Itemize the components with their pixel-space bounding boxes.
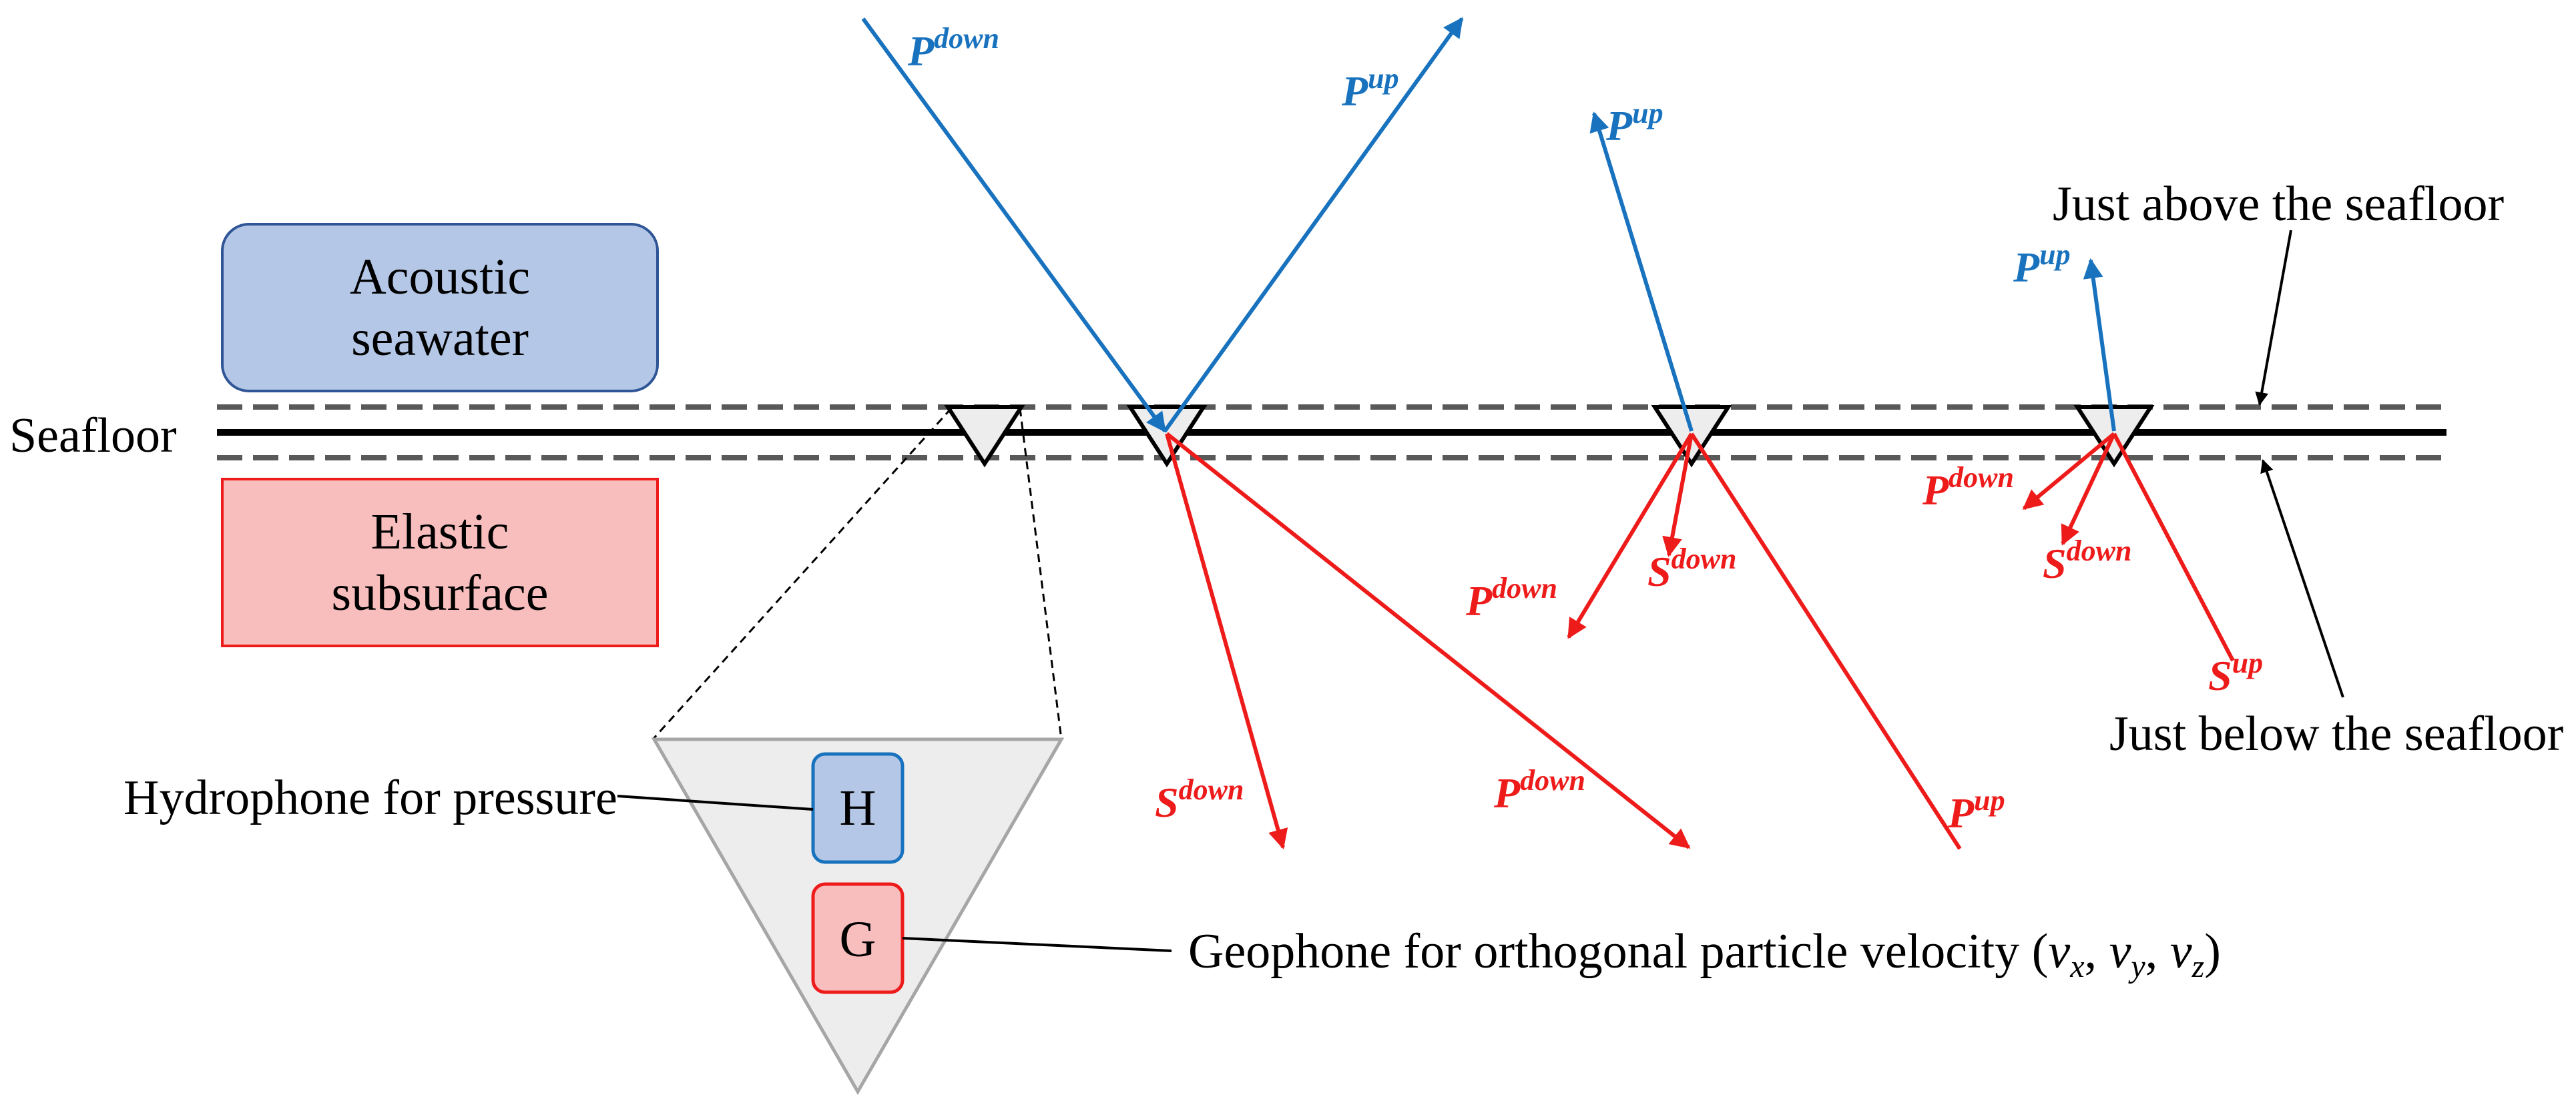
ray-p-down-node4 [2022, 432, 2115, 510]
subsurface-label-line2: subsurface [332, 565, 549, 621]
ray-p-down-node3 [1567, 432, 1694, 639]
geophone-letter: G [840, 911, 876, 968]
label-p-down-node2: Pdown [1493, 764, 1585, 817]
label-p-up-node3: Pup [1605, 97, 1663, 149]
label-p-up-node2: Pup [1341, 62, 1399, 115]
ray-p-up-node2 [1163, 17, 1464, 432]
ray-s-up-subsurface [2112, 432, 2235, 662]
label-s-down-node3: Sdown [1647, 542, 1736, 595]
ray-p-down-incident [861, 17, 1167, 433]
ray-p-up-node4 [2083, 258, 2116, 432]
ray-s-down-node2 [1165, 433, 1288, 849]
hydrophone-leader [617, 795, 814, 811]
label-s-down-node2: Sdown [1155, 773, 1244, 826]
label-p-up-node4: Pup [2013, 238, 2071, 291]
hydrophone-label: Hydrophone for pressure [123, 771, 617, 825]
zoom-line-right [1019, 408, 1063, 740]
geophone-sensor: G [811, 882, 905, 994]
below-seafloor-label: Just below the seafloor [2109, 707, 2563, 761]
receiver-node-1 [944, 405, 1025, 468]
ray-p-up-subsurface [1690, 432, 1962, 850]
label-p-down-incident: Pdown [907, 22, 999, 75]
elastic-subsurface-box: Elastic subsurface [221, 478, 659, 647]
label-s-down-node4: Sdown [2043, 534, 2131, 587]
below-seafloor-pointer [2260, 459, 2344, 698]
above-seafloor-label: Just above the seafloor [2053, 177, 2504, 232]
ray-p-down-node2 [1166, 432, 1691, 849]
subsurface-label-line1: Elastic [371, 504, 509, 560]
above-seafloor-pointer [2255, 230, 2292, 406]
hydrophone-sensor: H [811, 752, 905, 864]
ray-s-down-node4 [2061, 432, 2116, 546]
label-p-down-node4: Pdown [1922, 461, 2014, 514]
ray-p-up-node3 [1589, 111, 1694, 432]
acoustic-seawater-box: Acoustic seawater [221, 223, 659, 392]
hydrophone-letter: H [840, 780, 876, 836]
seafloor-label: Seafloor [9, 408, 177, 463]
water-label-line2: seawater [351, 310, 529, 366]
label-p-up-subsurface: Pup [1947, 784, 2005, 837]
label-s-up-subsurface: Sup [2208, 647, 2263, 699]
water-label-line1: Acoustic [350, 249, 530, 305]
geophone-label: Geophone for orthogonal particle velocit… [1188, 924, 2221, 984]
zoom-line-left [652, 407, 953, 741]
label-p-down-node3: Pdown [1465, 572, 1557, 625]
geophone-leader [902, 937, 1172, 952]
ray-s-down-node3 [1662, 433, 1694, 557]
